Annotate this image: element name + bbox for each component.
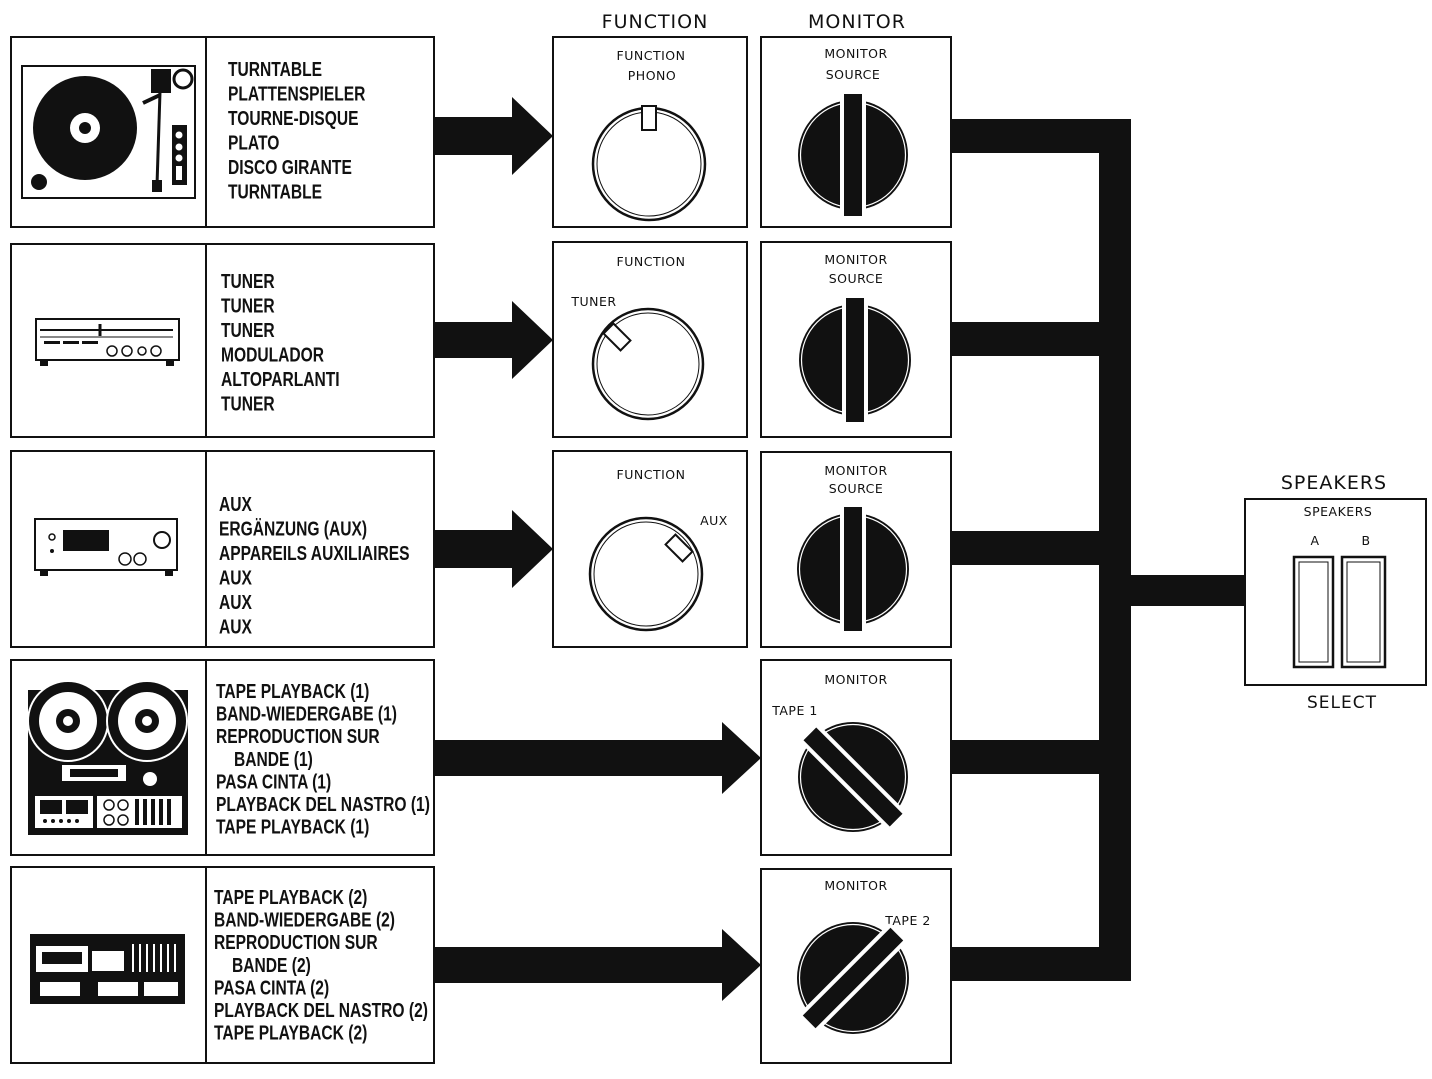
monitor-panel-title: MONITOR (824, 463, 887, 478)
monitor-position-label: SOURCE (829, 481, 884, 496)
arrow-tape1-to-monitor (434, 722, 761, 794)
source-label: TURNTABLE (228, 58, 322, 80)
source-label: BAND-WIEDERGABE (1) (216, 703, 397, 725)
monitor-knob[interactable] (770, 694, 937, 861)
arrow-turntable-to-function (434, 97, 553, 175)
arrow-tuner-to-function (434, 301, 553, 379)
monitor-selector-panel: MONITOR TAPE 2 (760, 868, 952, 1064)
source-label: ALTOPARLANTI (221, 368, 340, 390)
speaker-a-switch[interactable] (1292, 555, 1335, 669)
source-label: AUX (219, 591, 252, 613)
knob-indicator (664, 533, 694, 563)
monitor-knob[interactable] (768, 893, 938, 1063)
monitor-panel-title: MONITOR (824, 46, 887, 61)
function-position-label: AUX (700, 513, 728, 528)
source-label: TUNER (221, 270, 275, 292)
function-selector-panel: FUNCTION AUX (552, 450, 748, 648)
monitor-position-label: SOURCE (826, 67, 881, 82)
source-label: AUX (219, 493, 252, 515)
source-label: PASA CINTA (1) (216, 771, 331, 793)
function-position-label: PHONO (628, 68, 676, 83)
source-label: PASA CINTA (2) (214, 977, 329, 999)
monitor-selector-panel: MONITOR TAPE 1 (760, 659, 952, 861)
knob-pointer-bar (802, 927, 904, 1029)
knob-pointer-bar (844, 507, 862, 631)
knob-pointer-bar (846, 298, 864, 422)
speakers-header: SPEAKERS (1281, 472, 1387, 494)
source-label: TAPE PLAYBACK (1) (216, 680, 369, 702)
monitor-panel-title: MONITOR (824, 252, 887, 267)
monitor-panel-title: MONITOR (824, 672, 887, 687)
arrow-tape2-to-monitor (434, 929, 761, 1001)
monitor-knob[interactable] (798, 92, 908, 218)
monitor-panel-title: MONITOR (824, 878, 887, 893)
function-selector-panel: FUNCTION TUNER (552, 241, 748, 438)
tuner-icon (35, 318, 180, 366)
aux-amplifier-icon (34, 518, 178, 576)
source-label: REPRODUCTION SUR (214, 931, 378, 953)
function-panel-title: FUNCTION (617, 254, 686, 269)
source-label: TAPE PLAYBACK (2) (214, 1022, 367, 1044)
function-knob[interactable] (588, 516, 704, 632)
monitor-knob[interactable] (799, 296, 911, 424)
function-knob[interactable] (591, 307, 705, 421)
source-label: TAPE PLAYBACK (2) (214, 886, 367, 908)
source-label: TOURNE-DISQUE (228, 107, 359, 129)
function-column-header: FUNCTION (602, 11, 709, 33)
source-label: TURNTABLE (228, 181, 322, 203)
source-label: DISCO GIRANTE (228, 156, 352, 178)
speaker-b-label: B (1361, 533, 1370, 548)
knob-pointer-bar (844, 94, 862, 216)
source-label: PLAYBACK DEL NASTRO (1) (216, 793, 430, 815)
monitor-position-label: SOURCE (829, 271, 884, 286)
speaker-selector-panel: SPEAKERS A B (1244, 498, 1427, 686)
source-label: BAND-WIEDERGABE (2) (214, 909, 395, 931)
knob-pointer-bar (803, 727, 903, 827)
speaker-panel-title: SPEAKERS (1304, 504, 1373, 519)
monitor-knob[interactable] (797, 505, 909, 633)
monitor-selector-panel: MONITOR SOURCE (760, 451, 952, 648)
source-label: REPRODUCTION SUR (216, 725, 380, 747)
monitor-position-label: TAPE 1 (771, 703, 818, 718)
monitor-selector-panel: MONITOR SOURCE (760, 36, 952, 228)
source-label: BANDE (2) (232, 954, 311, 976)
source-label: PLATO (228, 132, 279, 154)
source-label: MODULADOR (221, 344, 324, 366)
source-label: PLAYBACK DEL NASTRO (2) (214, 999, 428, 1021)
source-label: APPAREILS AUXILIAIRES (219, 542, 410, 564)
monitor-position-label: TAPE 2 (884, 913, 931, 928)
source-label: BANDE (1) (234, 748, 313, 770)
source-label: ERGÄNZUNG (AUX) (219, 518, 367, 540)
source-label: TUNER (221, 393, 275, 415)
function-selector-panel: FUNCTION PHONO (552, 36, 748, 228)
monitor-column-header: MONITOR (808, 11, 906, 33)
output-bus (951, 119, 1246, 981)
arrow-aux-to-function (434, 510, 553, 588)
source-label: AUX (219, 567, 252, 589)
knob-indicator (602, 322, 632, 352)
source-label: PLATTENSPIELER (228, 83, 365, 105)
reel-to-reel-tape-deck-icon (27, 680, 188, 835)
speaker-b-switch[interactable] (1340, 555, 1387, 669)
source-label: AUX (219, 616, 252, 638)
speaker-select-label: SELECT (1307, 693, 1377, 713)
speaker-a-label: A (1310, 533, 1319, 548)
source-label: TUNER (221, 295, 275, 317)
turntable-icon (21, 65, 196, 199)
function-position-label: TUNER (570, 294, 616, 309)
monitor-selector-panel: MONITOR SOURCE (760, 241, 952, 438)
cassette-deck-icon (30, 934, 185, 1004)
function-panel-title: FUNCTION (617, 48, 686, 63)
source-label: TAPE PLAYBACK (1) (216, 816, 369, 838)
source-label: TUNER (221, 319, 275, 341)
function-panel-title: FUNCTION (617, 467, 686, 482)
knob-indicator (641, 105, 657, 131)
